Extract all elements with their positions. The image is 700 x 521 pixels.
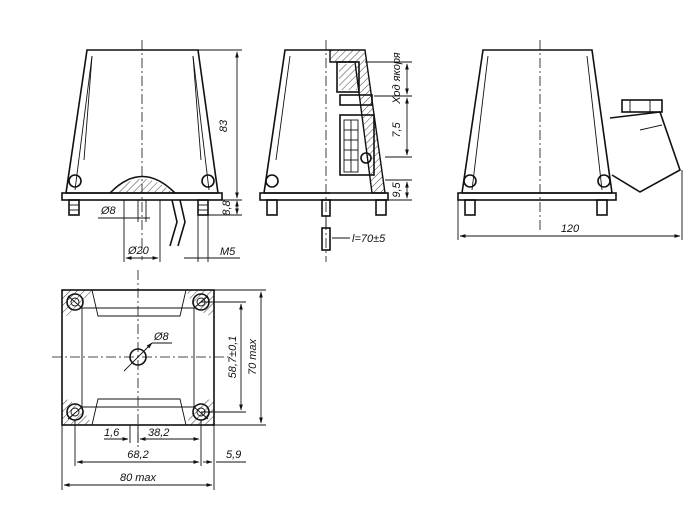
dim-38-2: 38,2 xyxy=(148,427,169,439)
dim-height-83: 83 xyxy=(218,119,230,132)
dim-5-9: 5,9 xyxy=(226,449,241,461)
dim-80-max: 80 max xyxy=(120,472,157,484)
dim-width-120: 120 xyxy=(561,223,580,235)
top-view xyxy=(52,270,266,490)
front-view xyxy=(61,40,242,262)
dim-dia-20: Ø20 xyxy=(127,245,150,257)
dim-lead-length: l=70±5 xyxy=(352,233,386,245)
dim-foot-8-8: 8,8 xyxy=(221,199,233,215)
dim-dia-8-top: Ø8 xyxy=(153,331,170,343)
dim-70-max: 70 max xyxy=(247,338,259,375)
dim-9-5: 9,5 xyxy=(391,181,403,197)
dim-7-5: 7,5 xyxy=(391,121,403,137)
dim-dia-8-front: Ø8 xyxy=(100,205,117,217)
dim-1-6: 1,6 xyxy=(104,427,120,439)
dim-68-2: 68,2 xyxy=(127,449,148,461)
dim-thread-m5: M5 xyxy=(220,246,236,258)
right-side-view xyxy=(457,40,683,240)
dim-58-7: 58,7±0,1 xyxy=(227,336,239,379)
dim-armature-stroke: Ход якоря xyxy=(391,52,403,105)
side-section-view xyxy=(259,40,412,262)
